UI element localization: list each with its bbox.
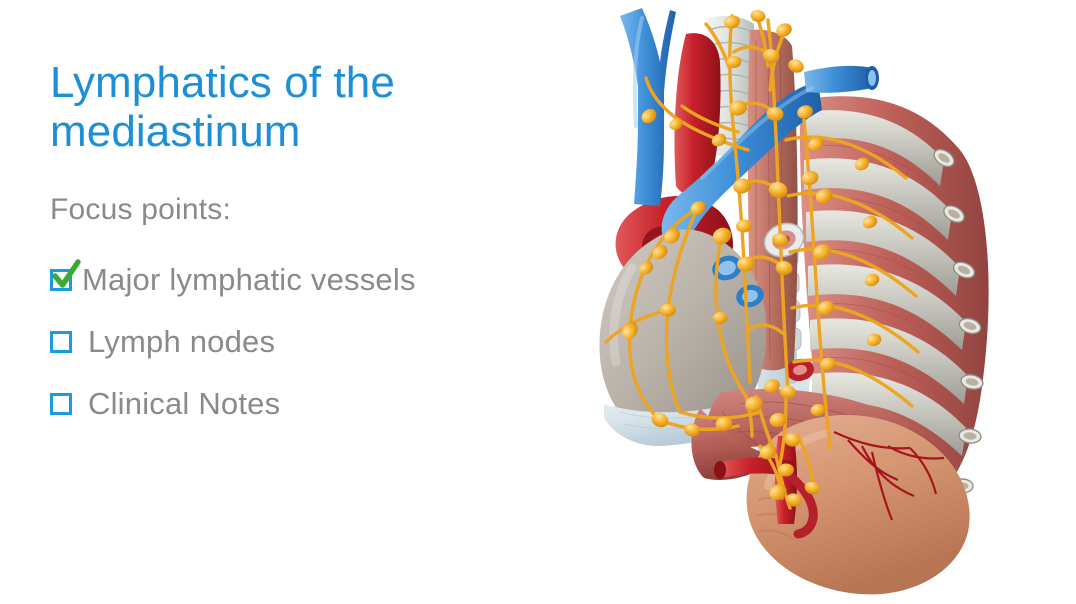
checkbox-empty-icon[interactable] (50, 391, 76, 417)
focus-points-label: Focus points: (50, 192, 232, 226)
focus-point-item-2[interactable]: Clinical Notes (50, 373, 570, 435)
focus-points-list: Major lymphatic vessels Lymph nodes Clin… (50, 249, 570, 435)
text-column: Lymphatics of the mediastinum Focus poin… (50, 58, 570, 435)
checkbox-checked-icon[interactable] (50, 258, 81, 293)
great-veins (620, 8, 879, 240)
page-title: Lymphatics of the mediastinum (50, 58, 395, 157)
focus-point-label: Lymph nodes (88, 324, 276, 360)
checkbox-empty-icon[interactable] (50, 329, 76, 355)
cut-rib-ends (933, 148, 984, 494)
gastric-arteries (833, 431, 945, 521)
focus-point-label: Clinical Notes (88, 386, 281, 422)
focus-point-item-0[interactable]: Major lymphatic vessels (50, 249, 570, 311)
artery-stump (786, 358, 814, 382)
lymph-nodes (622, 9, 882, 507)
focus-point-item-1[interactable]: Lymph nodes (50, 311, 570, 373)
pulmonary-veins (712, 255, 764, 308)
mediastinum-lymphatics-illustration (572, 0, 1076, 604)
focus-point-label: Major lymphatic vessels (82, 262, 416, 298)
heart (599, 229, 767, 441)
